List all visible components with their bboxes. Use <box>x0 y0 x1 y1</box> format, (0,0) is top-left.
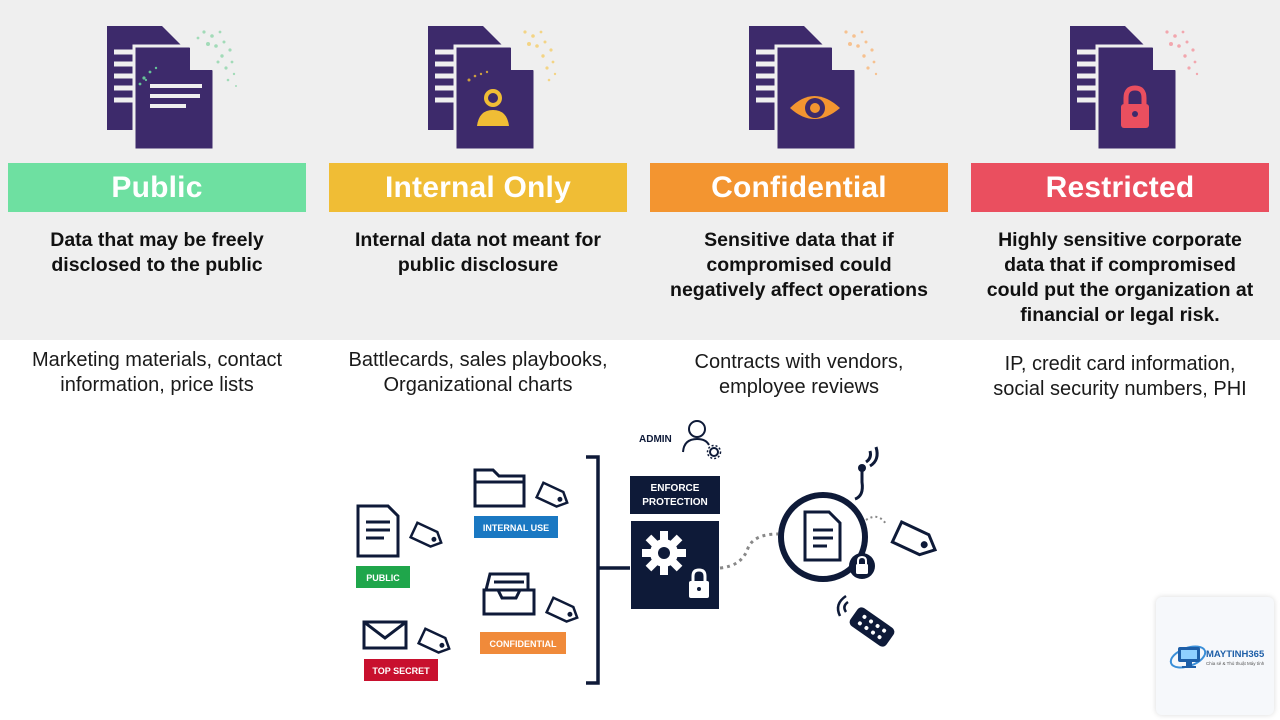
category-examples: Battlecards, sales playbooks, Organizati… <box>315 348 641 398</box>
description-line: could put the organization at <box>986 279 1254 301</box>
category-description: Internal data not meant for public discl… <box>329 228 627 278</box>
remote-control-icon <box>849 607 895 647</box>
tag-icon <box>890 520 938 557</box>
category-title: Confidential <box>650 163 948 212</box>
category-examples: Contracts with vendors, employee reviews <box>636 350 962 400</box>
description-line: negatively affect operations <box>670 279 928 301</box>
category-public: Public Data that may be freely disclosed… <box>8 0 306 420</box>
description-line: Sensitive data that if <box>704 229 894 251</box>
description-line: financial or legal risk. <box>1020 304 1220 326</box>
watermark-subtitle: Chia sẻ & Thủ thuật Máy tính <box>1206 661 1265 666</box>
admin-user-icon <box>682 420 722 460</box>
padlock-icon <box>1070 26 1199 152</box>
tag-icon <box>416 627 451 654</box>
category-title: Internal Only <box>329 163 627 212</box>
tag-string <box>865 515 887 525</box>
antenna-node <box>858 464 866 472</box>
signal-waves-icon <box>836 594 849 617</box>
description-line: Highly sensitive corporate <box>998 229 1242 251</box>
bracket <box>586 455 600 685</box>
description-line: public disclosure <box>397 254 559 276</box>
watermark-name: MAYTINH365 <box>1206 649 1265 660</box>
document-lines-icon <box>107 26 237 152</box>
admin-label: ADMIN <box>639 434 672 445</box>
category-restricted: Restricted Highly sensitive corporate da… <box>971 0 1269 420</box>
category-title: Restricted <box>971 163 1269 212</box>
examples-line: Marketing materials, contact <box>31 349 283 371</box>
category-confidential: Confidential Sensitive data that if comp… <box>650 0 948 420</box>
examples-line: Battlecards, sales playbooks, <box>348 349 608 371</box>
tag-internal-use-label: INTERNAL USE <box>483 523 549 533</box>
small-lock-icon <box>856 555 868 574</box>
tag-confidential-label: CONFIDENTIAL <box>490 639 557 649</box>
tag-public-label: PUBLIC <box>366 573 400 583</box>
description-line: Data that may be freely <box>50 229 264 251</box>
tag-icon <box>408 521 443 548</box>
padlock-icon <box>689 568 709 598</box>
description-line: Internal data not meant for <box>355 229 601 251</box>
examples-line: information, price lists <box>60 374 254 396</box>
examples-line: social security numbers, PHI <box>993 378 1247 400</box>
tag-top-secret-label: TOP SECRET <box>372 666 430 676</box>
wifi-signal-icon <box>865 446 879 468</box>
examples-line: Contracts with vendors, <box>694 351 904 373</box>
category-description: Highly sensitive corporate data that if … <box>971 228 1269 328</box>
tag-icon <box>534 481 569 508</box>
description-line: disclosed to the public <box>51 254 263 276</box>
tag-public <box>356 566 410 588</box>
gear-icon <box>642 531 686 575</box>
description-line: data that if compromised <box>1004 254 1236 276</box>
monitor-logo-icon <box>1169 645 1207 669</box>
public-document-icon <box>356 504 400 558</box>
tag-icon <box>544 596 579 623</box>
examples-line: employee reviews <box>718 376 880 398</box>
person-icon <box>428 26 557 152</box>
category-examples: Marketing materials, contact information… <box>0 348 320 398</box>
examples-line: IP, credit card information, <box>1004 353 1236 375</box>
enforce-protection-box <box>630 476 720 514</box>
antenna-stem <box>854 470 864 501</box>
tag-top-secret <box>364 659 438 681</box>
category-title: Public <box>8 163 306 212</box>
envelope-icon <box>362 620 408 650</box>
category-description: Data that may be freely disclosed to the… <box>8 228 306 278</box>
tag-internal-use <box>474 516 558 538</box>
inbox-tray-icon <box>482 572 536 616</box>
category-description: Sensitive data that if compromised could… <box>650 228 948 303</box>
description-line: compromised could <box>706 254 892 276</box>
eye-icon <box>749 26 878 152</box>
document-icon <box>803 510 842 562</box>
tag-confidential <box>480 632 566 654</box>
category-examples: IP, credit card information, social secu… <box>957 352 1280 402</box>
enforce-label-line: PROTECTION <box>642 497 708 508</box>
enforce-label-line: ENFORCE <box>651 483 700 494</box>
category-internal-only: Internal Only Internal data not meant fo… <box>329 0 627 420</box>
watermark-logo: MAYTINH365 Chia sẻ & Thủ thuật Máy tính <box>1156 597 1274 715</box>
examples-line: Organizational charts <box>383 374 573 396</box>
dotted-connector <box>719 532 779 570</box>
folder-icon <box>473 468 526 508</box>
